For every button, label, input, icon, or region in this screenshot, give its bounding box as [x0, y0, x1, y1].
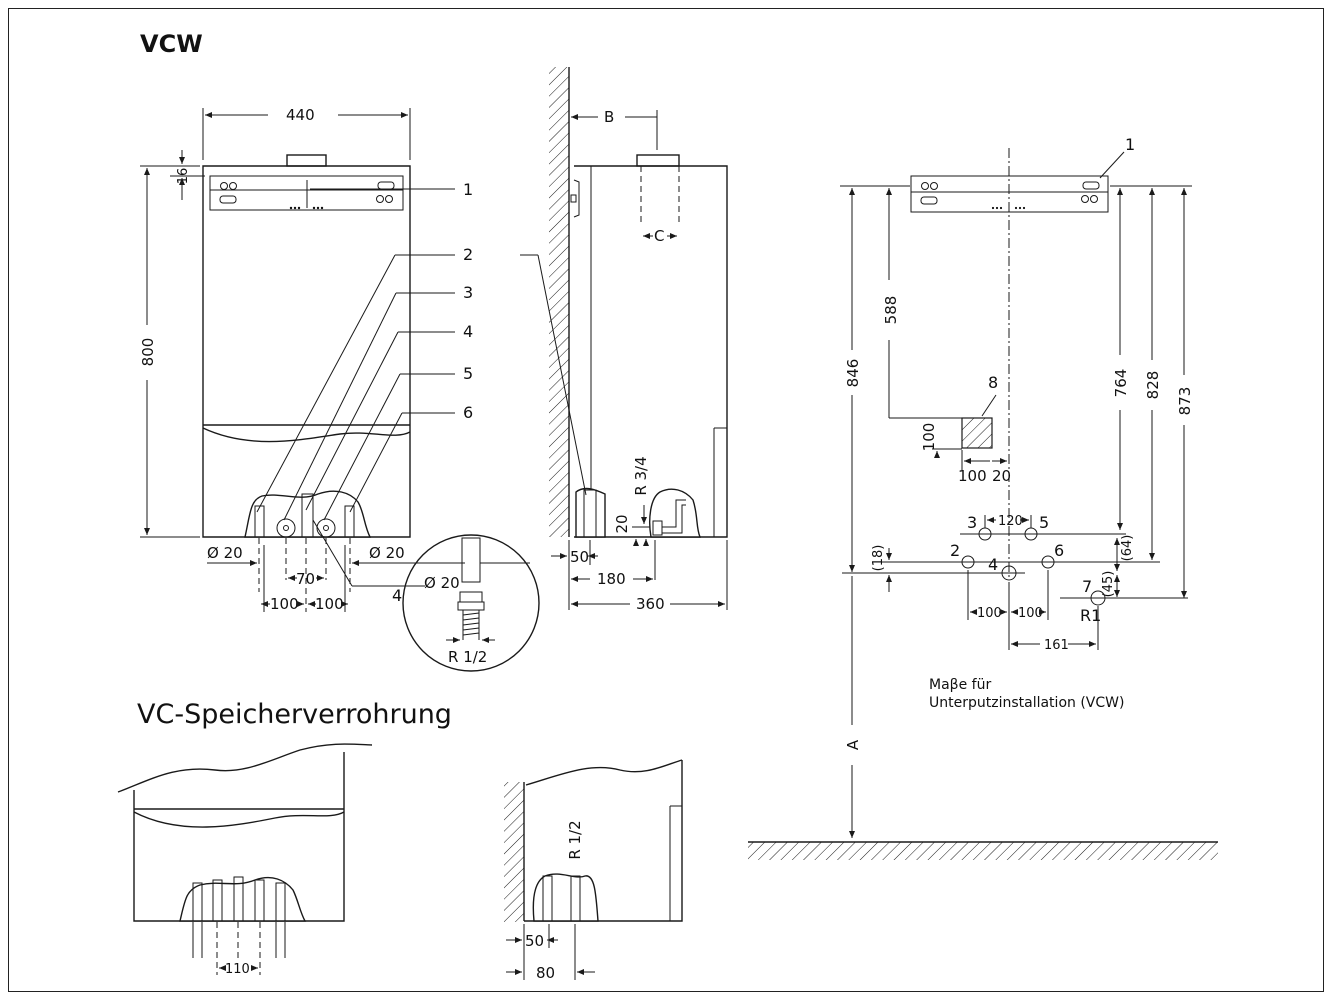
plan-point-4: 4: [988, 555, 998, 574]
plan-dim-764: 764: [1112, 369, 1130, 398]
dim-spacing-right: 100: [315, 595, 344, 613]
callout-1: 1: [463, 180, 473, 199]
plan-r1: R1: [1080, 606, 1101, 625]
plan-point-7: 7: [1082, 577, 1092, 596]
dim-b: B: [604, 108, 614, 126]
drawing-frame: [8, 8, 1324, 992]
plan-dim-64: (64): [1120, 535, 1135, 562]
dim-top-offset: 16: [176, 168, 191, 185]
speicher-front-view: 110: [117, 743, 373, 977]
speicher-dim-80: 80: [536, 964, 555, 982]
callout-2: 2: [463, 245, 473, 264]
plan-point-3: 3: [967, 513, 977, 532]
plan-dim-100a: 100: [977, 606, 1002, 621]
plan-dim-a: A: [844, 739, 862, 750]
plan-dim-873: 873: [1176, 387, 1194, 416]
plan-dim-100v: 100: [920, 423, 938, 452]
plan-note-line1: Maβe für: [929, 677, 991, 693]
plan-callout-8: 8: [988, 373, 998, 392]
side-view: B C R 3/4 20: [520, 67, 728, 613]
plan-callout-1: 1: [1125, 135, 1135, 154]
plan-view: 1 846 588 764 828 873 8 100 100 20: [748, 135, 1218, 860]
front-view: 440: [139, 106, 540, 672]
speicher-side-view: R 1/2 50 80: [504, 759, 683, 982]
dim-dia-right: Ø 20: [369, 544, 405, 562]
plan-dim-100h: 100: [958, 467, 987, 485]
title-vcw: VCW: [140, 30, 203, 58]
plan-point-6: 6: [1054, 541, 1064, 560]
speicher-thread: R 1/2: [566, 820, 584, 859]
plan-dim-20: 20: [992, 467, 1011, 485]
side-dim-50: 50: [570, 548, 589, 566]
speicher-dim-50: 50: [525, 932, 544, 950]
side-dim-180: 180: [597, 570, 626, 588]
callout-6: 6: [463, 403, 473, 422]
plan-dim-120: 120: [998, 514, 1023, 529]
plan-dim-100b: 100: [1018, 606, 1043, 621]
callout-4: 4: [463, 322, 473, 341]
plan-dim-161: 161: [1044, 638, 1069, 653]
dim-c: C: [654, 227, 664, 245]
plan-dim-45: (45): [1101, 571, 1116, 598]
plan-point-5: 5: [1039, 513, 1049, 532]
speicher-dim-110: 110: [225, 962, 250, 977]
dim-dia-left: Ø 20: [207, 544, 243, 562]
detail-thread: R 1/2: [448, 648, 487, 666]
plan-dim-18: (18): [871, 545, 886, 572]
dim-height: 800: [139, 338, 157, 367]
callout-3: 3: [463, 283, 473, 302]
dim-width: 440: [286, 106, 315, 124]
plan-dim-828: 828: [1144, 371, 1162, 400]
plan-dim-588: 588: [882, 296, 900, 325]
title-speicher: VC-Speicherverrohrung: [137, 699, 452, 730]
plan-note-line2: Unterputzinstallation (VCW): [929, 695, 1124, 711]
side-offset-20: 20: [613, 514, 631, 533]
side-thread: R 3/4: [632, 456, 650, 495]
detail-ref: 4: [392, 586, 402, 605]
dim-spacing-left: 100: [270, 595, 299, 613]
plan-point-2: 2: [950, 541, 960, 560]
callout-5: 5: [463, 364, 473, 383]
side-depth: 360: [636, 595, 665, 613]
detail-dia: Ø 20: [424, 574, 460, 592]
dim-spacing-center: 70: [296, 570, 315, 588]
plan-dim-846: 846: [844, 359, 862, 388]
